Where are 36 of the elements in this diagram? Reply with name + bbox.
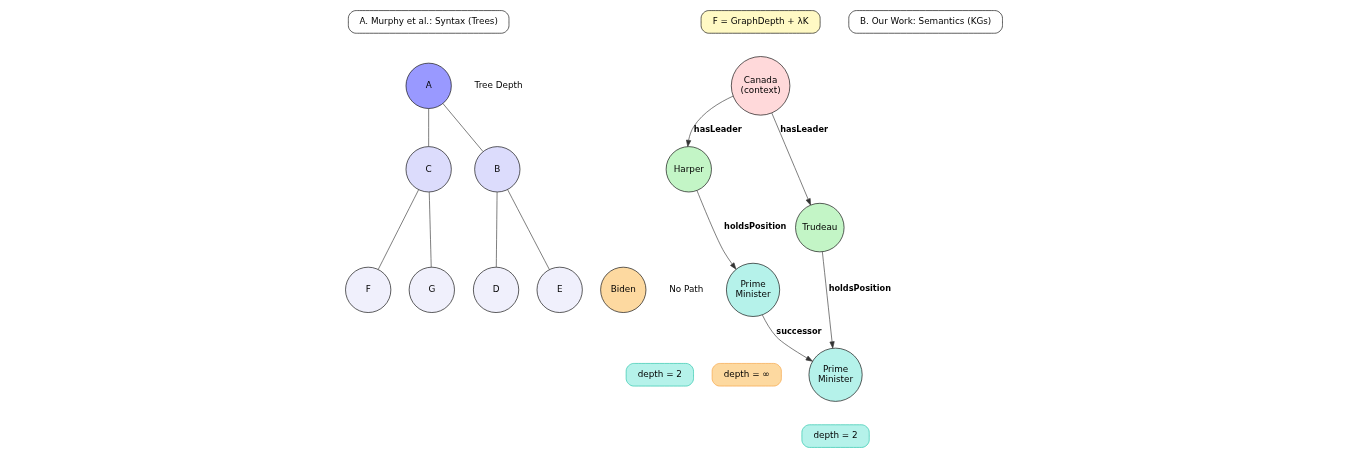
label: No Path xyxy=(668,284,703,295)
connector xyxy=(506,189,550,270)
connector xyxy=(442,103,483,152)
connector xyxy=(428,191,432,268)
arrow xyxy=(771,112,811,206)
node-circle: Canada (context) xyxy=(730,56,790,116)
node-circle: Prime Minister xyxy=(808,347,862,402)
node-box: A. Murphy et al.: Syntax (Trees) xyxy=(347,10,509,34)
arrow xyxy=(761,314,813,362)
connector xyxy=(495,191,497,268)
edge-label: successor xyxy=(775,325,822,336)
node-circle: E xyxy=(536,266,583,313)
node-box: depth = 2 xyxy=(801,424,870,448)
node-circle: A xyxy=(405,62,452,109)
node-circle: B xyxy=(473,146,520,193)
arrow xyxy=(685,95,733,147)
edge-label: holdsPosition xyxy=(828,283,891,294)
node-box: depth = ∞ xyxy=(711,363,782,387)
edge-label: hasLeader xyxy=(693,124,742,135)
node-circle: D xyxy=(472,266,519,313)
node-circle: Trudeau xyxy=(794,203,844,253)
node-box: F = GraphDepth + λK xyxy=(700,10,820,34)
edge-label: hasLeader xyxy=(779,124,828,135)
arrow xyxy=(696,190,736,270)
node-circle: G xyxy=(408,266,455,313)
connector xyxy=(427,108,429,147)
label: Tree Depth xyxy=(474,80,523,91)
connector xyxy=(377,189,419,270)
node-circle: C xyxy=(405,146,452,193)
arrow xyxy=(821,251,835,349)
node-circle: Biden xyxy=(599,266,646,313)
edge-label: holdsPosition xyxy=(723,221,786,232)
node-box: depth = 2 xyxy=(625,363,694,387)
node-box: B. Our Work: Semantics (KGs) xyxy=(847,10,1003,34)
node-circle: Harper xyxy=(665,146,712,193)
node-circle: F xyxy=(344,266,391,313)
